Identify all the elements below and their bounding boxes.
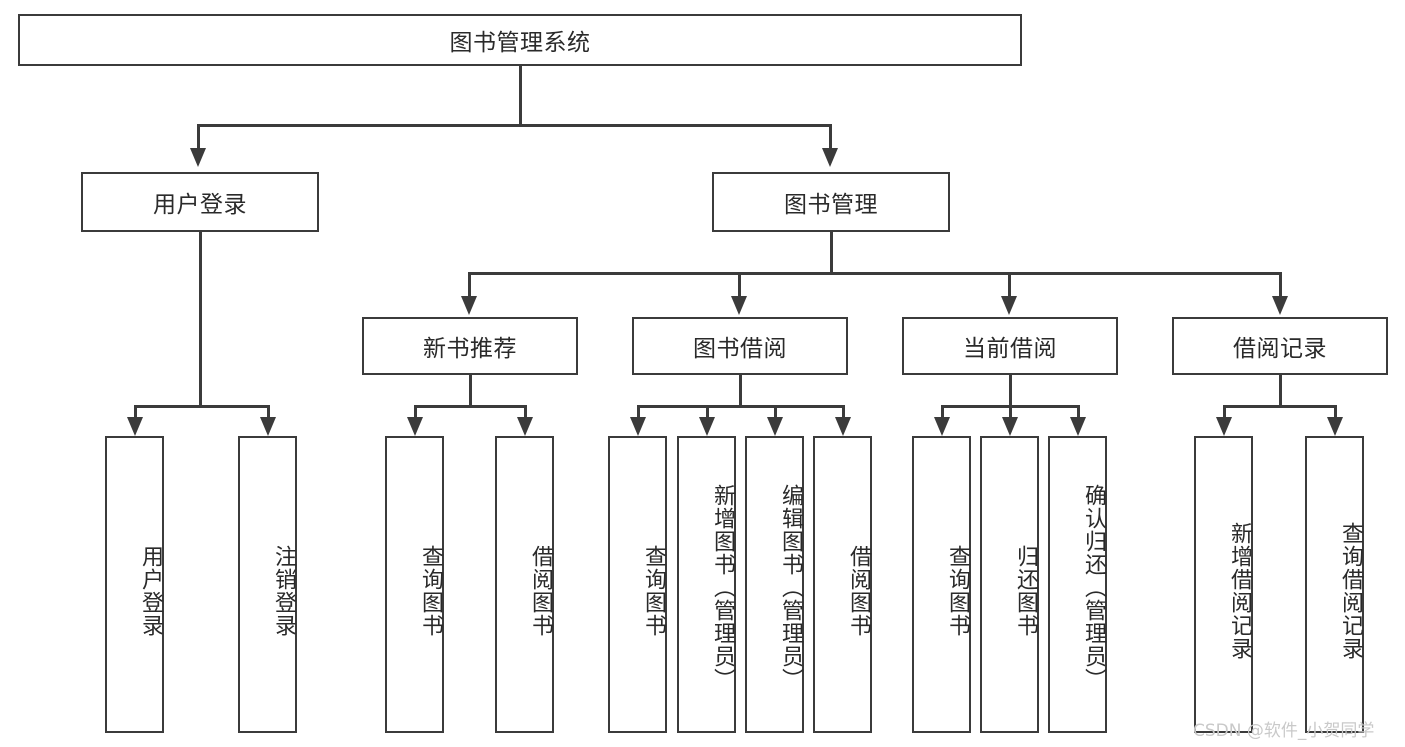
leaf-borrow-book-recommend[interactable]: 借阅图书	[495, 436, 554, 733]
node-label: 查询借阅记录	[1338, 521, 1363, 660]
leaf-borrow-book[interactable]: 借阅图书	[813, 436, 872, 733]
edge-level3-drop-2	[738, 272, 741, 297]
leaf-confirm-return[interactable]: 确认归还（管理员）	[1048, 436, 1107, 733]
leaf-edit-book[interactable]: 编辑图书（管理员）	[745, 436, 804, 733]
edge-level3-drop-3	[1008, 272, 1011, 297]
edge-level3-drop-1	[468, 272, 471, 297]
edge-user-login-drop-1	[134, 405, 137, 419]
edge-current-borrow-stem	[1009, 375, 1012, 407]
node-label: 用户登录	[138, 544, 163, 637]
node-label: 查询图书	[641, 544, 666, 637]
node-book-borrow[interactable]: 图书借阅	[632, 317, 848, 375]
edge-current-borrow-drop-3	[1077, 405, 1080, 419]
edge-new-book-recommend-bus	[414, 405, 527, 408]
leaf-query-book-borrow[interactable]: 查询图书	[608, 436, 667, 733]
node-label: 图书管理	[784, 192, 878, 218]
node-label: 编辑图书（管理员）	[778, 484, 803, 691]
node-book-management-system[interactable]: 图书管理系统	[18, 14, 1022, 66]
arrow-to-borrow-record	[1272, 296, 1288, 315]
arrow-to-borrow-book-1	[517, 417, 533, 436]
leaf-add-book[interactable]: 新增图书（管理员）	[677, 436, 736, 733]
edge-borrow-record-drop-2	[1334, 405, 1337, 419]
edge-book-borrow-drop-4	[842, 405, 845, 419]
arrow-to-book-management	[822, 148, 838, 167]
edge-borrow-record-drop-1	[1223, 405, 1226, 419]
node-borrow-record[interactable]: 借阅记录	[1172, 317, 1388, 375]
edge-book-borrow-bus	[637, 405, 844, 408]
edge-current-borrow-drop-1	[941, 405, 944, 419]
node-label: 图书借阅	[693, 336, 787, 362]
arrow-to-logout-leaf	[260, 417, 276, 436]
leaf-query-book-recommend[interactable]: 查询图书	[385, 436, 444, 733]
edge-level2-drop-right	[829, 124, 832, 149]
leaf-query-book-current[interactable]: 查询图书	[912, 436, 971, 733]
edge-new-book-recommend-stem	[469, 375, 472, 407]
edge-level2-drop-left	[197, 124, 200, 149]
edge-borrow-record-stem	[1279, 375, 1282, 407]
arrow-to-user-login-leaf	[127, 417, 143, 436]
arrow-to-add-borrow-record	[1216, 417, 1232, 436]
node-label: 图书管理系统	[449, 30, 591, 56]
edge-borrow-record-bus	[1223, 405, 1337, 408]
arrow-to-borrow-book-2	[835, 417, 851, 436]
node-label: 当前借阅	[963, 336, 1057, 362]
edge-user-login-drop-2	[267, 405, 270, 419]
node-label: 查询图书	[418, 544, 443, 637]
edge-current-borrow-drop-2	[1009, 405, 1012, 419]
node-book-management[interactable]: 图书管理	[712, 172, 950, 232]
edge-level2-bus	[197, 124, 831, 127]
node-label: 借阅记录	[1233, 336, 1327, 362]
node-label: 新增借阅记录	[1227, 521, 1252, 660]
node-label: 归还图书	[1013, 544, 1038, 637]
arrow-to-current-borrow	[1001, 296, 1017, 315]
edge-book-borrow-drop-2	[706, 405, 709, 419]
arrow-to-query-borrow-record	[1327, 417, 1343, 436]
arrow-to-add-book	[699, 417, 715, 436]
arrow-to-edit-book	[767, 417, 783, 436]
leaf-logout[interactable]: 注销登录	[238, 436, 297, 733]
arrow-to-new-book-recommend	[461, 296, 477, 315]
node-label: 新书推荐	[423, 336, 517, 362]
edge-book-borrow-stem	[739, 375, 742, 407]
arrow-to-user-login	[190, 148, 206, 167]
edge-book-borrow-drop-1	[637, 405, 640, 419]
arrow-to-return-book	[1002, 417, 1018, 436]
edge-user-login-stem	[199, 232, 202, 407]
edge-root-stem	[519, 66, 522, 126]
edge-book-management-stem	[830, 232, 833, 274]
edge-level3-bus	[468, 272, 1282, 275]
node-label: 确认归还（管理员）	[1081, 484, 1106, 691]
leaf-add-borrow-record[interactable]: 新增借阅记录	[1194, 436, 1253, 733]
node-user-login[interactable]: 用户登录	[81, 172, 319, 232]
leaf-user-login[interactable]: 用户登录	[105, 436, 164, 733]
arrow-to-query-book-1	[407, 417, 423, 436]
edge-level3-drop-4	[1279, 272, 1282, 297]
edge-book-borrow-drop-3	[774, 405, 777, 419]
node-new-book-recommend[interactable]: 新书推荐	[362, 317, 578, 375]
arrow-to-book-borrow	[731, 296, 747, 315]
node-label: 借阅图书	[528, 544, 553, 637]
leaf-query-borrow-record[interactable]: 查询借阅记录	[1305, 436, 1364, 733]
arrow-to-query-book-3	[934, 417, 950, 436]
node-label: 新增图书（管理员）	[710, 484, 735, 691]
node-label: 注销登录	[271, 544, 296, 637]
arrow-to-confirm-return	[1070, 417, 1086, 436]
watermark-text: CSDN @软件_小贺同学	[1193, 721, 1375, 741]
node-current-borrow[interactable]: 当前借阅	[902, 317, 1118, 375]
edge-new-book-recommend-drop-2	[524, 405, 527, 419]
leaf-return-book[interactable]: 归还图书	[980, 436, 1039, 733]
arrow-to-query-book-2	[630, 417, 646, 436]
node-label: 借阅图书	[846, 544, 871, 637]
edge-new-book-recommend-drop-1	[414, 405, 417, 419]
node-label: 查询图书	[945, 544, 970, 637]
edge-user-login-bus	[134, 405, 269, 408]
node-label: 用户登录	[153, 192, 247, 218]
